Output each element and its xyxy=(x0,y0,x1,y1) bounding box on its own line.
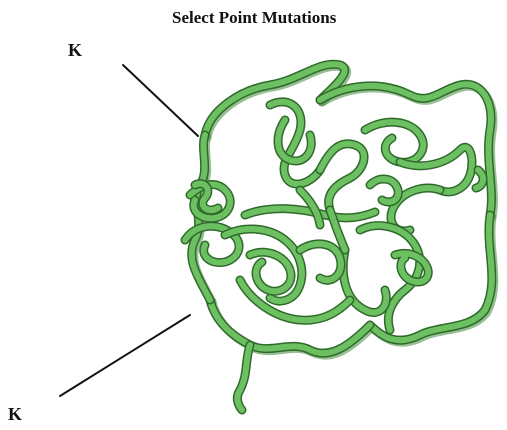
mutation-pointer-bottom xyxy=(60,315,190,396)
mutation-pointer-top xyxy=(123,65,198,136)
protein-ribbon xyxy=(185,64,494,410)
